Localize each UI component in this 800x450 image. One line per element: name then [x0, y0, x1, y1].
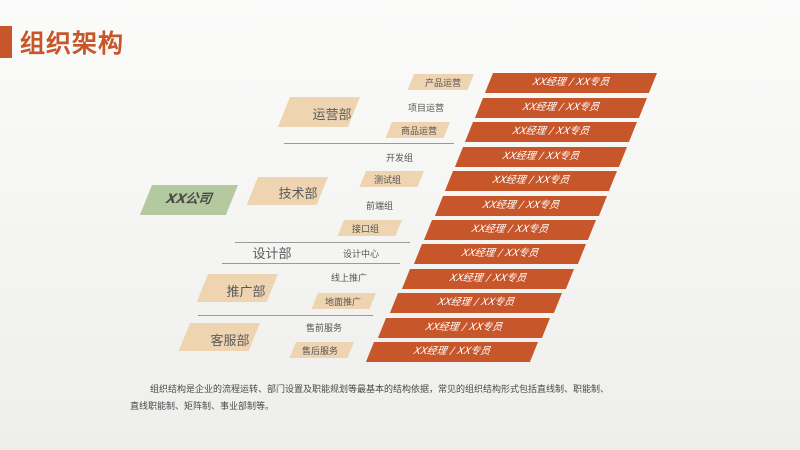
unit-design-center: 设计中心 [343, 250, 380, 260]
role-bar[interactable]: XX经理 / XX专员 [474, 98, 647, 118]
role-bar[interactable]: XX经理 / XX专员 [413, 244, 586, 264]
page-title: 组织架构 [20, 29, 125, 58]
unit-aftersales: 售后服务 [302, 347, 339, 357]
unit-presales: 售前服务 [306, 324, 343, 334]
divider-tech [235, 242, 410, 243]
description-line-2: 直线职能制、矩阵制、事业部制等。 [130, 402, 275, 412]
role-bar[interactable]: XX经理 / XX专员 [365, 342, 538, 362]
description-line-1: 组织结构是企业的流程运转、部门设置及职能规划等最基本的结构依据，常见的组织结构形… [150, 385, 610, 395]
unit-test: 测试组 [374, 176, 402, 186]
role-bar[interactable]: XX经理 / XX专员 [444, 171, 617, 191]
role-bar[interactable]: XX经理 / XX专员 [464, 122, 637, 142]
dept-tech-label: 技术部 [278, 187, 318, 202]
description: 组织结构是企业的流程运转、部门设置及职能规划等最基本的结构依据，常见的组织结构形… [130, 382, 670, 416]
dept-service-label: 客服部 [210, 334, 250, 349]
unit-online: 线上推广 [331, 274, 368, 284]
unit-ground: 地面推广 [325, 298, 362, 308]
divider-design [222, 263, 400, 264]
role-bar[interactable]: XX经理 / XX专员 [454, 147, 627, 167]
unit-goods-ops: 商品运营 [401, 127, 438, 137]
role-bar[interactable]: XX经理 / XX专员 [401, 269, 574, 289]
unit-frontend: 前端组 [366, 202, 394, 212]
dept-operations-label: 运营部 [312, 108, 352, 123]
divider-ops [284, 143, 454, 144]
unit-product-ops: 产品运营 [425, 79, 462, 89]
dept-design-label[interactable]: 设计部 [252, 247, 292, 262]
unit-interface: 接口组 [352, 225, 380, 235]
role-bar[interactable]: XX经理 / XX专员 [484, 73, 657, 93]
role-bar[interactable]: XX经理 / XX专员 [434, 196, 607, 216]
unit-project-ops: 项目运营 [408, 104, 445, 114]
role-bar[interactable]: XX经理 / XX专员 [377, 318, 550, 338]
dept-promo-label: 推广部 [226, 285, 266, 300]
company-node[interactable]: XX公司 [139, 185, 238, 215]
divider-promo [198, 315, 373, 316]
title-accent-bar [0, 26, 12, 58]
unit-dev: 开发组 [386, 154, 414, 164]
role-bar[interactable]: XX经理 / XX专员 [389, 293, 562, 313]
role-bar[interactable]: XX经理 / XX专员 [423, 220, 596, 240]
